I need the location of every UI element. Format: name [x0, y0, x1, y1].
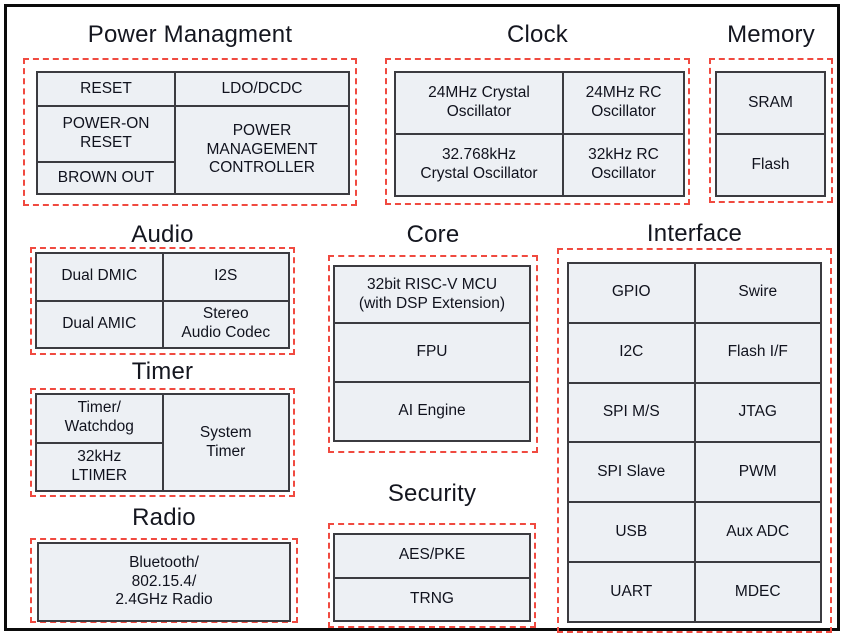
group-clock [385, 58, 690, 205]
block-timer-watchdog: Timer/ Watchdog [37, 395, 162, 442]
table-timer: Timer/ Watchdog System Timer 32kHz LTIME… [35, 393, 290, 492]
block-brown-out: BROWN OUT [38, 163, 174, 193]
table-core: 32bit RISC-V MCU (with DSP Extension) FP… [333, 265, 531, 442]
group-radio [30, 538, 298, 623]
block-24mhz-crystal-oscillator: 24MHz Crystal Oscillator [396, 73, 562, 133]
block-dual-dmic: Dual DMIC [37, 254, 162, 300]
section-title-memory: Memory [727, 21, 815, 48]
block-spi-slave: SPI Slave [569, 443, 694, 502]
section-title-timer: Timer [131, 358, 194, 385]
block-usb: USB [569, 503, 694, 562]
table-radio: Bluetooth/ 802.15.4/ 2.4GHz Radio [37, 542, 291, 622]
block-32768khz-crystal-oscillator: 32.768kHz Crystal Oscillator [396, 135, 562, 195]
group-memory [709, 58, 833, 203]
block-ai-engine: AI Engine [335, 383, 529, 440]
outer-frame [4, 4, 840, 631]
table-power-management: RESET LDO/DCDC POWER-ON RESET POWER MANA… [36, 71, 350, 195]
block-jtag: JTAG [695, 383, 820, 442]
block-bluetooth-radio: Bluetooth/ 802.15.4/ 2.4GHz Radio [39, 544, 289, 620]
group-interface [557, 248, 832, 633]
block-aes-pke: AES/PKE [335, 535, 529, 577]
block-pwm: PWM [695, 443, 820, 502]
section-title-radio: Radio [132, 504, 196, 531]
block-sram: SRAM [717, 73, 824, 133]
group-core [328, 255, 538, 453]
section-title-security: Security [387, 480, 477, 507]
block-flash: Flash [717, 135, 824, 195]
block-aux-adc: Aux ADC [695, 503, 820, 562]
group-audio [30, 247, 295, 355]
block-ldo-dcdc: LDO/DCDC [176, 73, 348, 105]
group-security [328, 523, 536, 628]
block-mdec: MDEC [695, 563, 820, 621]
block-power-on-reset: POWER-ON RESET [38, 107, 174, 161]
block-stereo-audio-codec: Stereo Audio Codec [163, 301, 288, 347]
block-reset: RESET [38, 73, 174, 105]
section-title-clock: Clock [506, 21, 568, 48]
group-timer [30, 388, 295, 497]
block-riscv-mcu: 32bit RISC-V MCU (with DSP Extension) [335, 267, 529, 322]
block-trng: TRNG [335, 578, 529, 620]
table-clock: 24MHz Crystal Oscillator 24MHz RC Oscill… [394, 71, 685, 197]
block-power-management-controller: POWER MANAGEMENT CONTROLLER [176, 107, 348, 193]
table-security: AES/PKE TRNG [333, 533, 531, 622]
block-uart: UART [569, 563, 694, 621]
block-32khz-rc-oscillator: 32kHz RC Oscillator [564, 135, 683, 195]
block-spi-ms: SPI M/S [569, 383, 694, 442]
table-audio: Dual DMIC I2S Dual AMIC Stereo Audio Cod… [35, 252, 290, 349]
block-dual-amic: Dual AMIC [37, 301, 162, 347]
section-title-audio: Audio [131, 221, 194, 248]
block-flash-if: Flash I/F [695, 323, 820, 382]
block-gpio: GPIO [569, 264, 694, 322]
block-i2s: I2S [163, 254, 288, 300]
block-fpu: FPU [335, 324, 529, 381]
block-system-timer: System Timer [163, 395, 288, 490]
block-i2c: I2C [569, 323, 694, 382]
section-title-interface: Interface [646, 220, 743, 247]
group-power-management [23, 58, 357, 206]
table-interface: GPIO Swire I2C Flash I/F SPI M/S JTAG SP… [567, 262, 822, 623]
section-title-core: Core [406, 221, 460, 248]
block-swire: Swire [695, 264, 820, 322]
table-memory: SRAM Flash [715, 71, 826, 197]
block-32khz-ltimer: 32kHz LTIMER [37, 443, 162, 490]
block-24mhz-rc-oscillator: 24MHz RC Oscillator [564, 73, 683, 133]
section-title-power-management: Power Managment [87, 21, 293, 48]
